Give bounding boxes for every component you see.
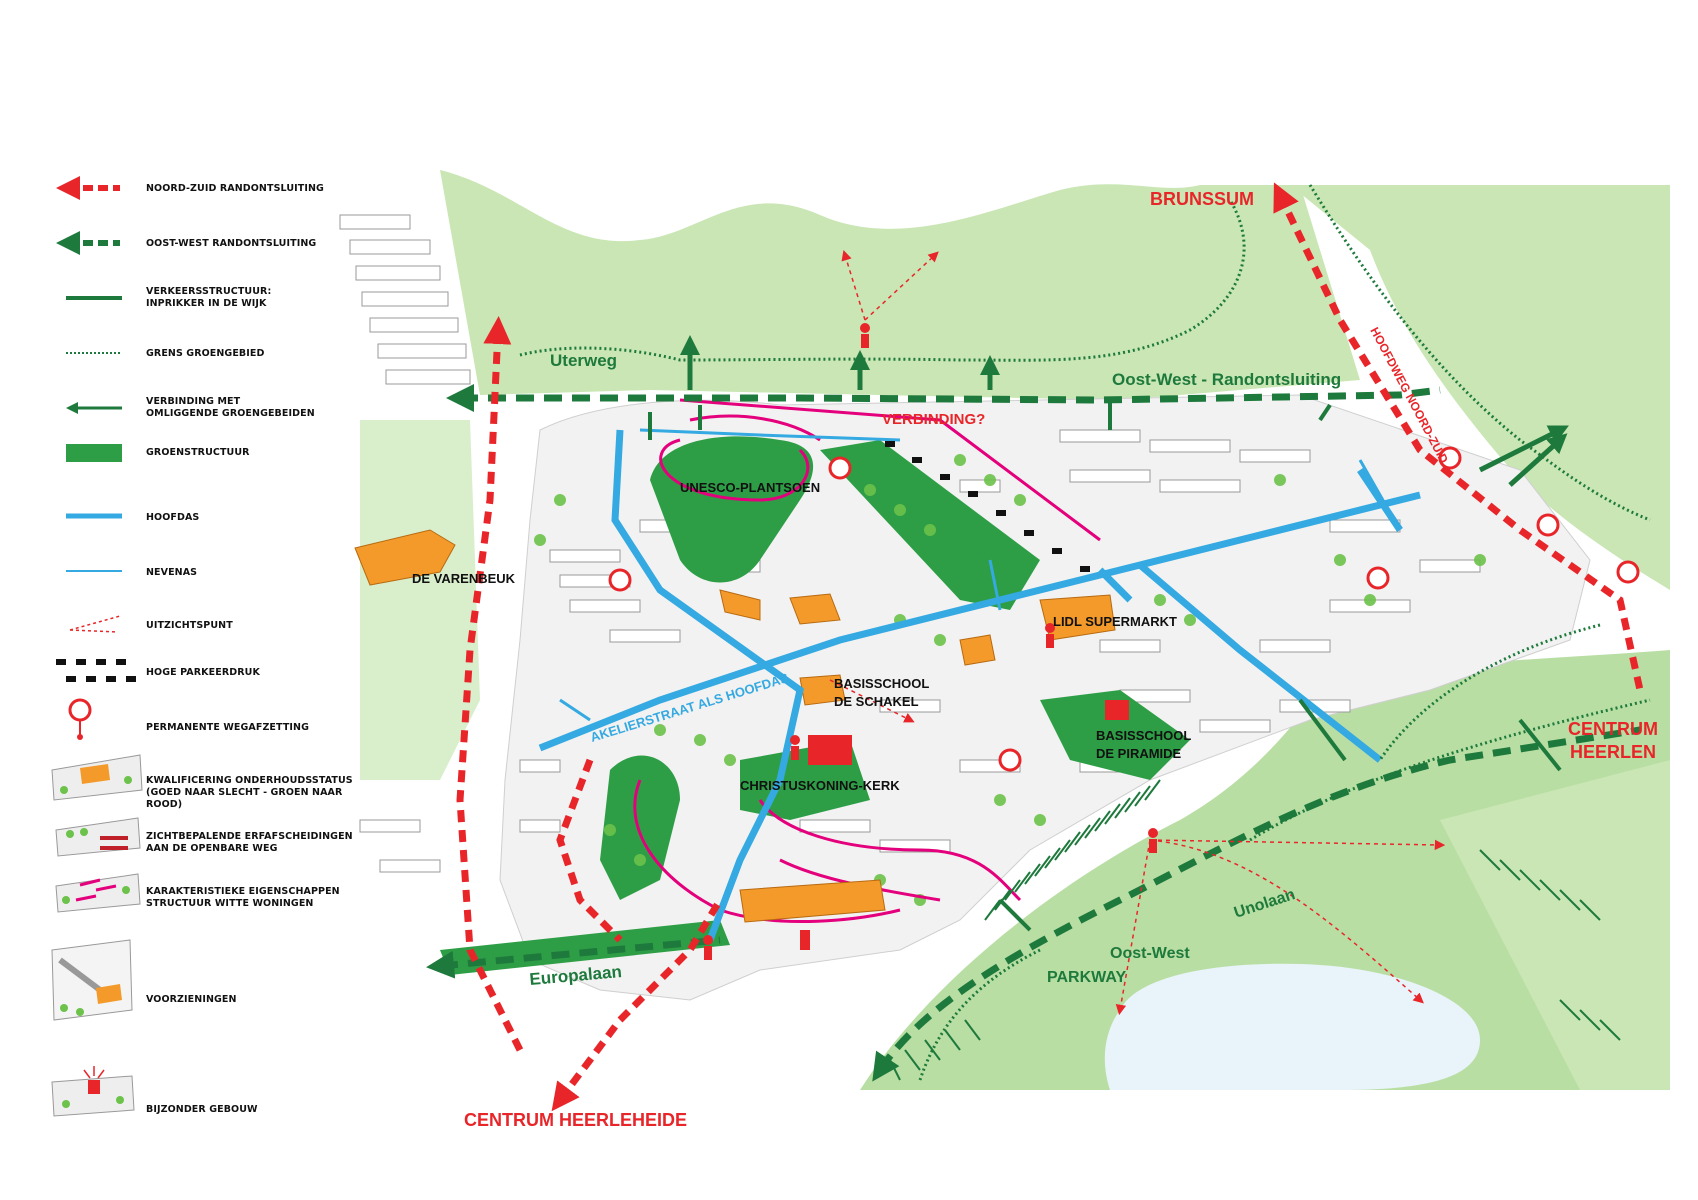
label-piramide-2: DE PIRAMIDE (1096, 746, 1182, 761)
green-area-north (440, 170, 1360, 400)
facilities (354, 529, 1116, 923)
label-oost-west: Oost-West - Randontsluiting (1112, 370, 1341, 389)
label-lidl: LIDL SUPERMARKT (1053, 614, 1177, 629)
label-uterweg: Uterweg (550, 351, 617, 370)
legend-voorzieningen-icon (51, 939, 133, 1021)
traffic-structure (648, 400, 1562, 932)
label-verbinding: VERBINDING? (882, 411, 985, 428)
special-buildings (800, 700, 1129, 950)
legend-witte-woningen-icon (55, 873, 141, 913)
label-schakel-1: BASISSCHOOL (834, 676, 929, 691)
legend-bijzonder-gebouw-icon (51, 1066, 135, 1117)
legend-item-noord-zuid: NOORD-ZUID RANDONTSLUITING (146, 183, 324, 194)
green-area-northeast (1290, 185, 1670, 590)
legend-item-hoofdas: HOOFDAS (146, 512, 200, 523)
legend-item-voorzieningen: VOORZIENINGEN (146, 994, 237, 1005)
label-centrum-heerlen-2: HEERLEN (1570, 742, 1656, 762)
green-connections (680, 335, 1569, 487)
label-brunssum: BRUNSSUM (1150, 189, 1254, 209)
label-centrum-heerlen-1: CENTRUM (1568, 719, 1658, 739)
road-closures (608, 446, 1640, 772)
legend-parking-icon (56, 659, 136, 682)
green-area-southeast-light (1440, 760, 1670, 1090)
label-schakel-2: DE SCHAKEL (834, 694, 919, 709)
legend-item-bijzonder-gebouw: BIJZONDER GEBOUW (146, 1104, 258, 1115)
legend-item-grens-groengebied: GRENS GROENGEBIED (146, 348, 265, 359)
viewpoint-figures (703, 323, 1158, 960)
label-piramide-1: BASISSCHOOL (1096, 728, 1191, 743)
noord-zuid-randontsluiting (456, 182, 1644, 1112)
label-varenbeuk: DE VARENBEUK (412, 571, 516, 586)
legend-item-verkeersstructuur: VERKEERSSTRUCTUUR:INPRIKKER IN DE WIJK (146, 286, 272, 309)
parking-pressure (885, 441, 1090, 572)
viewpoints (829, 249, 1446, 1016)
urban-area (499, 394, 1591, 1001)
legend-symbols (51, 176, 143, 1117)
legend-item-nevenas: NEVENAS (146, 567, 198, 578)
legend-item-wegafzetting: PERMANENTE WEGAFZETTING (146, 722, 309, 733)
legend-item-groenstructuur: GROENSTRUCTUUR (146, 447, 250, 458)
legend-item-onderhoudsstatus: KWALIFICERING ONDERHOUDSSTATUS(GOED NAAR… (146, 775, 353, 810)
legend-onderhoud-icon (51, 754, 143, 801)
blue-crossings (1097, 468, 1403, 603)
legend-uitzicht-icon (69, 615, 121, 633)
green-area-west (360, 420, 480, 780)
legend: NOORD-ZUID RANDONTSLUITING OOST-WEST RAN… (0, 0, 360, 1200)
label-unesco: UNESCO-PLANTSOEN (680, 480, 820, 495)
oost-west-randontsluiting (426, 384, 1641, 1082)
legend-groenstructuur-icon (66, 444, 122, 462)
label-parkway-2: PARKWAY (1047, 969, 1126, 986)
green-boundary (519, 184, 1651, 1081)
green-hatching (889, 779, 1621, 1081)
hoofdas (538, 429, 1421, 942)
tree-dots (534, 454, 1486, 906)
lake (1104, 963, 1480, 1090)
legend-item-uitzichtspunt: UITZICHTSPUNT (146, 620, 233, 631)
label-centrum-heerleheide: CENTRUM HEERLEHEIDE (464, 1110, 687, 1130)
legend-erfafscheiding-icon (55, 817, 141, 857)
legend-item-oost-west: OOST-WEST RANDONTSLUITING (146, 238, 317, 249)
legend-wegafzetting-icon (68, 698, 92, 740)
label-kerk: CHRISTUSKONING-KERK (740, 778, 900, 793)
legend-item-parkeerdruk: HOGE PARKEERDRUK (146, 667, 260, 678)
label-parkway-1: Oost-West (1110, 945, 1190, 962)
